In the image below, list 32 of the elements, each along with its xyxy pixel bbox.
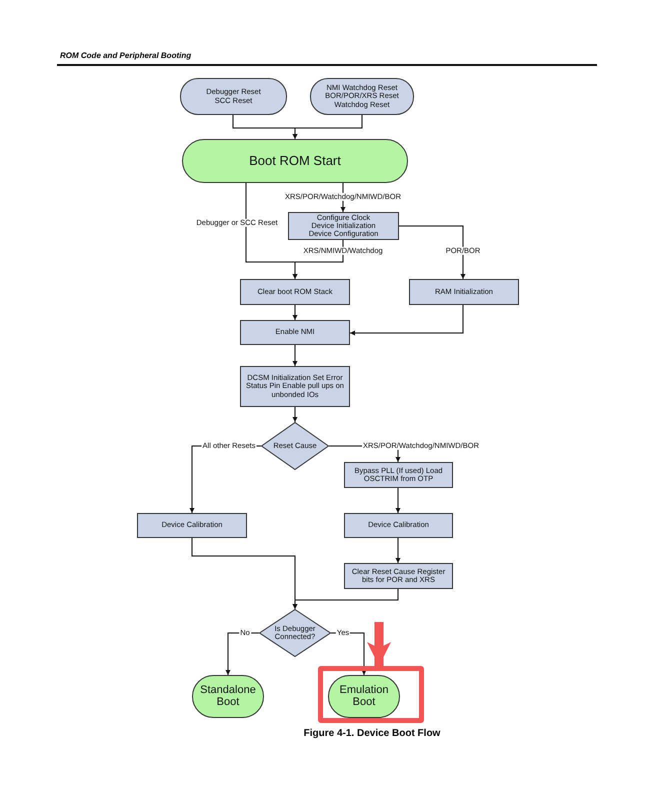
- arrow: [292, 588, 398, 610]
- process-box: [137, 513, 247, 538]
- node-text: Standalone Boot: [199, 684, 257, 708]
- process-box: [409, 279, 519, 305]
- highlight-arrow: [367, 622, 391, 666]
- start-terminal: [182, 139, 408, 183]
- start-terminal: [180, 78, 287, 115]
- process-box: [240, 279, 350, 305]
- arrow: [292, 240, 344, 280]
- arrow: [292, 304, 298, 320]
- process-box: [240, 320, 350, 345]
- end-terminal: [192, 675, 264, 718]
- end-terminal: [328, 675, 400, 718]
- figure-caption: Figure 4-1. Device Boot Flow: [302, 728, 442, 739]
- node-text: Boot ROM Start: [248, 154, 342, 168]
- process-box: [344, 563, 453, 589]
- arrow: [350, 304, 464, 336]
- arrow: [292, 344, 298, 366]
- arrow: [398, 226, 466, 280]
- highlight-frame: [318, 666, 424, 723]
- start-terminal: [310, 78, 414, 115]
- process-box: [344, 513, 453, 538]
- arrow: [292, 114, 362, 140]
- process-box: [344, 462, 453, 488]
- process-box: [240, 366, 350, 407]
- running-header: ROM Code and Peripheral Booting: [60, 51, 192, 60]
- process-box: [288, 212, 399, 240]
- arrow: [396, 488, 400, 514]
- arrow: [226, 632, 260, 676]
- arrow: [292, 406, 298, 422]
- arrow: [396, 538, 400, 564]
- node-text: Emulation Boot: [338, 684, 390, 708]
